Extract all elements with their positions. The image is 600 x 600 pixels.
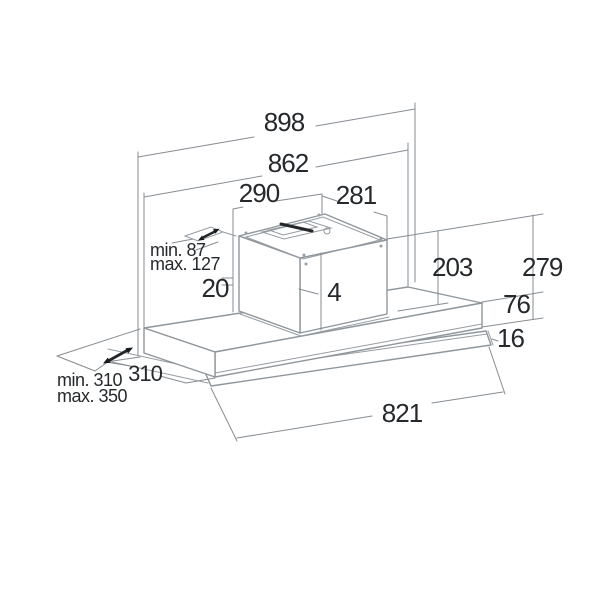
depth-min-label: min. 310: [57, 370, 123, 390]
back-offset-dimension: [221, 277, 234, 286]
duct-offset-leaders: [171, 238, 219, 251]
duct-offset-max-label: max. 127: [150, 254, 221, 274]
body-width-label: 862: [268, 148, 309, 178]
screw-dots: [244, 213, 383, 266]
depth-max-label: max. 350: [57, 386, 128, 406]
overall-width-label: 898: [264, 107, 305, 137]
duct-box: [238, 213, 390, 337]
chimney-depth-dimension: [321, 195, 388, 241]
duct-offset-min-label: min. 87: [150, 240, 206, 260]
chimney-width-dimension: [232, 193, 323, 313]
body-width-dimension: [143, 142, 409, 331]
arrow-head-icon: [103, 357, 111, 364]
visor-width-label: 821: [382, 398, 423, 428]
slide-arrow-left: [103, 347, 133, 364]
body-height-label: 76: [503, 289, 530, 319]
arrow-head-icon: [125, 347, 133, 354]
overall-width-dimension: [137, 102, 416, 357]
front-gap-label: 4: [327, 277, 341, 307]
body-depth-label: 310: [128, 361, 162, 386]
front-gap-dimension: [298, 252, 322, 331]
visor-width-dimension: [210, 346, 506, 442]
duct-outlet: [260, 220, 333, 240]
height-dimensions: [386, 213, 544, 342]
chimney-width-label: 290: [239, 178, 280, 208]
arrow-head-icon: [213, 228, 220, 234]
visor-thickness-label: 16: [497, 323, 524, 353]
chimney-depth-label: 281: [336, 180, 377, 210]
slide-arrow-top: [198, 228, 220, 241]
arrow-head-icon: [198, 235, 205, 241]
wall-bracket-plate: [183, 226, 237, 242]
chimney-height-label: 203: [432, 252, 473, 282]
back-offset-label: 20: [202, 273, 229, 303]
total-height-label: 279: [522, 252, 563, 282]
